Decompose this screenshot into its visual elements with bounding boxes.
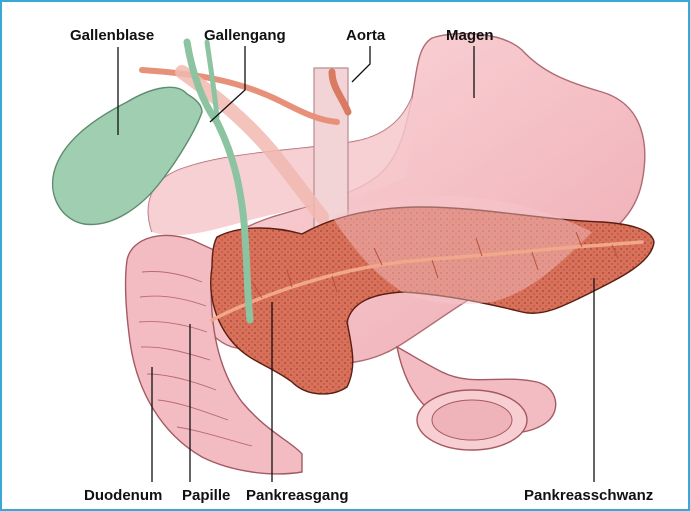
label-stomach: Magen <box>446 27 494 44</box>
label-duodenum: Duodenum <box>84 487 162 504</box>
label-pancreatic-duct: Pankreasgang <box>246 487 349 504</box>
label-bile-duct: Gallengang <box>204 27 286 44</box>
label-pancreas-tail: Pankreasschwanz <box>524 487 653 504</box>
label-aorta: Aorta <box>346 27 385 44</box>
leader-aorta <box>352 46 370 82</box>
label-gallbladder: Gallenblase <box>70 27 154 44</box>
label-papilla: Papille <box>182 487 230 504</box>
